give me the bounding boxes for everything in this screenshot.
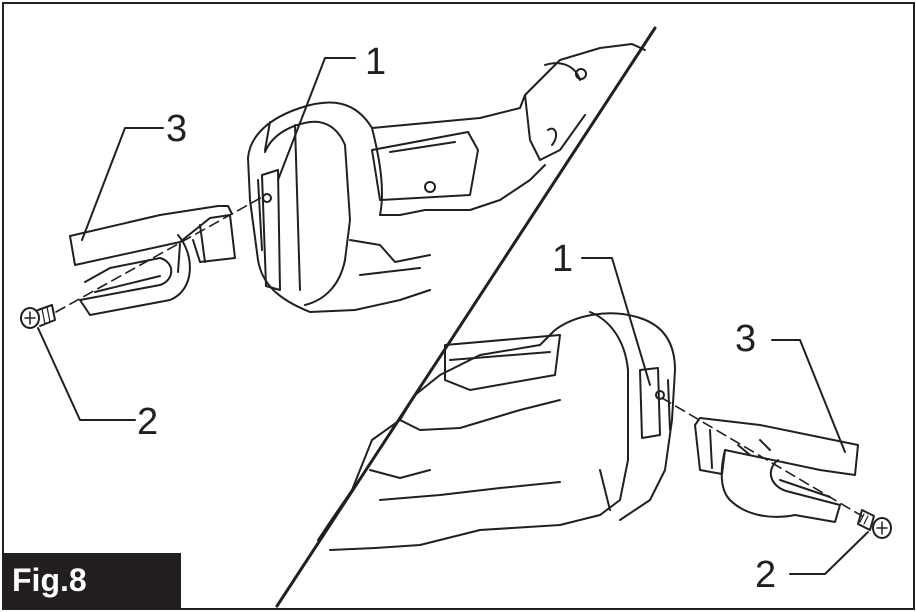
leader-2-right [789, 531, 869, 575]
belt-hook-right [694, 417, 859, 523]
assembly-axis-right [661, 397, 863, 517]
screw-left [20, 304, 56, 329]
tool-body-right [317, 311, 676, 551]
callout-3-right: 3 [735, 318, 757, 360]
figure-label: Fig.8 [4, 553, 181, 608]
leader-3-right [771, 339, 846, 453]
tool-body-left [247, 43, 646, 313]
leader-3-left [81, 127, 164, 241]
callout-2-left: 2 [137, 401, 159, 443]
leader-2-left [37, 327, 136, 421]
callout-3-left: 3 [166, 108, 188, 150]
leader-1-right [581, 257, 651, 386]
belt-hook-left [69, 205, 236, 316]
callout-2-right: 2 [755, 554, 777, 596]
callout-1-left: 1 [365, 41, 387, 83]
callout-1-right: 1 [552, 238, 574, 280]
leader-1-left [277, 57, 356, 181]
divider-line [275, 26, 657, 608]
assembly-axis-left [55, 195, 265, 313]
screw-right [857, 509, 892, 539]
